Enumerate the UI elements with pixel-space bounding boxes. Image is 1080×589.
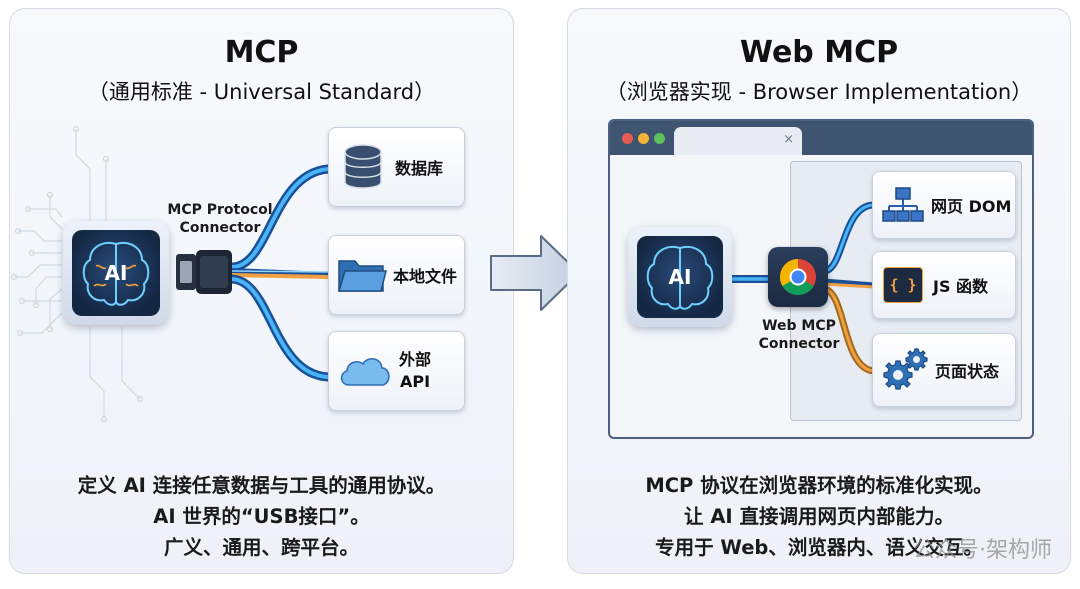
- close-dot-icon: [622, 133, 633, 144]
- watermark: 公众号·架构师: [913, 538, 1052, 563]
- web-mcp-connection-diagram: [724, 201, 878, 375]
- dom-box: 网页 DOM: [872, 171, 1016, 239]
- web-mcp-description-line: MCP 协议在浏览器环境的标准化实现。: [645, 474, 993, 497]
- web-mcp-connector-label-line2: Connector: [758, 336, 840, 352]
- ai-chip: AI: [63, 221, 169, 325]
- js-functions-box: { } JS 函数: [872, 251, 1016, 319]
- code-braces-icon: { }: [883, 267, 923, 303]
- page-state-box: 页面状态: [872, 333, 1016, 407]
- web-mcp-description: MCP 协议在浏览器环境的标准化实现。 让 AI 直接调用网页内部能力。 专用于…: [568, 470, 1070, 563]
- web-mcp-connector-label: Web MCP Connector: [744, 317, 854, 353]
- external-api-box: 外部 API: [328, 331, 465, 411]
- brain-outline: [646, 246, 714, 310]
- web-mcp-connector-label-line1: Web MCP: [762, 318, 836, 334]
- mcp-description-line: AI 世界的“USB接口”。: [153, 505, 370, 528]
- web-mcp-description-line: 让 AI 直接调用网页内部能力。: [684, 505, 954, 528]
- mcp-connector-label-line1: MCP Protocol: [167, 202, 273, 218]
- brain-outline: [82, 242, 150, 306]
- dom-label: 网页 DOM: [931, 197, 1012, 216]
- external-api-label: 外部 API: [399, 349, 431, 393]
- local-files-box: 本地文件: [328, 235, 465, 315]
- mcp-description-line: 定义 AI 连接任意数据与工具的通用协议。: [77, 474, 446, 497]
- dom-tree-icon: [882, 187, 924, 222]
- mcp-panel: MCP （通用标准 - Universal Standard）: [9, 8, 514, 574]
- database-box: 数据库: [328, 127, 465, 207]
- ai-label: AI: [668, 265, 692, 289]
- chrome-connector: [768, 247, 828, 307]
- browser-window: ×: [608, 119, 1034, 439]
- mcp-subtitle: （通用标准 - Universal Standard）: [87, 80, 436, 104]
- database-label: 数据库: [395, 159, 444, 178]
- ai-brain-icon: AI: [637, 236, 723, 318]
- browser-tab: ×: [674, 127, 802, 155]
- browser-title-bar: ×: [610, 121, 1032, 155]
- maximize-dot-icon: [654, 133, 665, 144]
- mcp-connector-label: MCP Protocol Connector: [160, 201, 280, 237]
- web-mcp-title: Web MCP: [739, 35, 899, 70]
- ai-chip: AI: [628, 227, 732, 327]
- chrome-icon: [779, 259, 816, 296]
- mcp-title: MCP: [224, 35, 299, 70]
- tab-close-icon: ×: [783, 132, 794, 147]
- web-mcp-subtitle: （浏览器实现 - Browser Implementation）: [605, 80, 1033, 104]
- page-state-label: 页面状态: [935, 362, 1000, 381]
- mcp-description-line: 广义、通用、跨平台。: [163, 536, 359, 559]
- transition-arrow-icon: [490, 235, 580, 311]
- js-functions-label: JS 函数: [933, 277, 989, 296]
- mcp-connector-label-line2: Connector: [179, 220, 261, 236]
- web-mcp-description-line: 专用于 Web、浏览器内、语义交互。: [655, 536, 983, 559]
- external-api-label-line2: API: [399, 372, 431, 391]
- local-files-label: 本地文件: [393, 267, 458, 286]
- ai-label: AI: [104, 261, 128, 285]
- ai-brain-icon: AI: [72, 230, 160, 316]
- mcp-description: 定义 AI 连接任意数据与工具的通用协议。 AI 世界的“USB接口”。 广义、…: [10, 470, 513, 563]
- web-mcp-panel: Web MCP （浏览器实现 - Browser Implementation）…: [567, 8, 1071, 574]
- gears-icon: [883, 348, 928, 390]
- external-api-label-line1: 外部: [399, 350, 432, 369]
- database-icon: [344, 144, 382, 189]
- cloud-icon: [340, 358, 390, 386]
- folder-icon: [337, 260, 387, 292]
- minimize-dot-icon: [638, 133, 649, 144]
- mcp-connection-diagram: [10, 125, 333, 423]
- code-braces-glyph: { }: [889, 276, 917, 294]
- usb-plug-icon: [176, 250, 232, 294]
- circuit-traces: [10, 125, 144, 423]
